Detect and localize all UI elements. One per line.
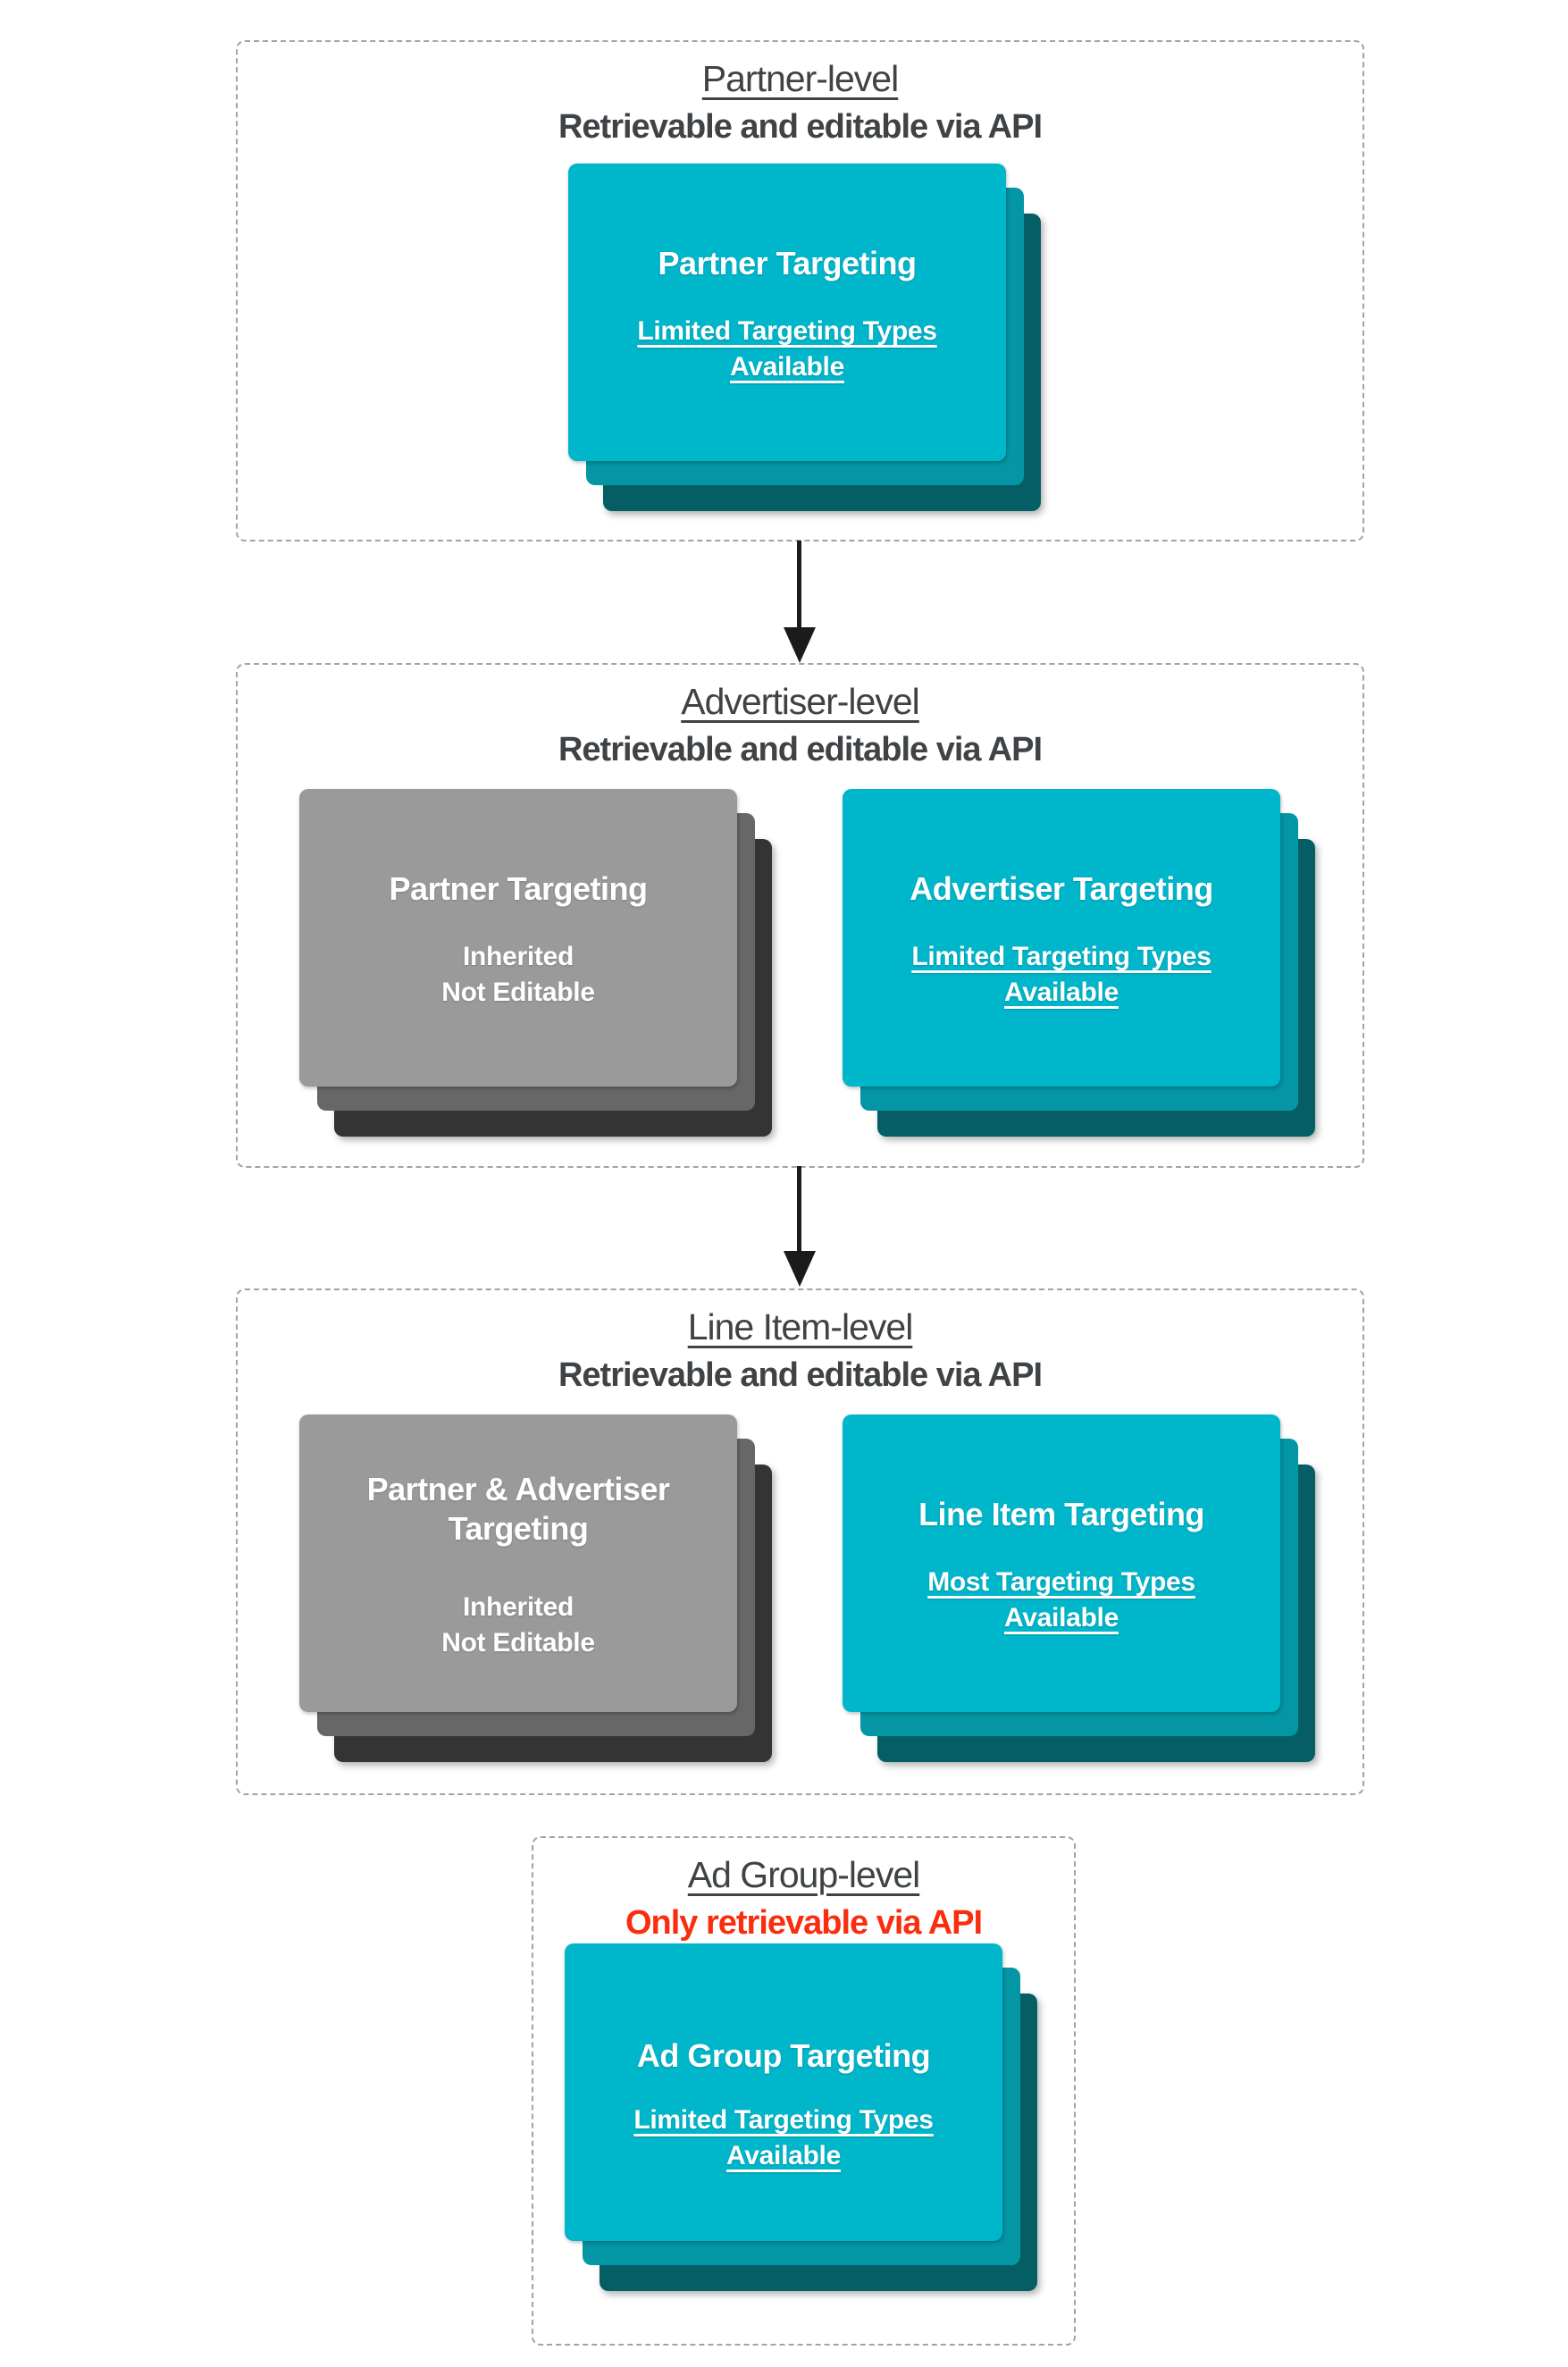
card-title: Partner & Advertiser Targeting [308,1470,728,1549]
card-title-line: Ad Group Targeting [636,2037,931,2074]
card-body-line: Inherited [463,1592,574,1622]
arrow-down-head-icon [784,627,816,663]
card-body-line: Available [1004,978,1119,1007]
card-body: Most Targeting Types Available [860,1565,1262,1636]
section-header: Ad Group-level Only retrievable via API [533,1854,1074,1943]
card-body-line: Limited Targeting Types [633,2105,934,2135]
section-title: Advertiser-level [681,681,920,722]
section-line-item-level: Line Item-level Retrievable and editable… [236,1288,1364,1795]
card-partner-targeting-inherited: Partner Targeting Inherited Not Editable [299,789,737,1087]
card-title-line: Partner Targeting [658,245,917,281]
card-title-line: Advertiser Targeting [910,870,1213,907]
section-title: Line Item-level [687,1306,914,1347]
section-header: Partner-level Retrievable and editable v… [238,58,1363,147]
card-ad-group-targeting: Ad Group Targeting Limited Targeting Typ… [565,1943,1002,2241]
card-stack-partner-advertiser-targeting-inherited: Partner & Advertiser Targeting Inherited… [299,1414,772,1762]
card-advertiser-targeting: Advertiser Targeting Limited Targeting T… [843,789,1280,1087]
card-title-line: Targeting [448,1510,589,1547]
card-stack-line-item-targeting: Line Item Targeting Most Targeting Types… [843,1414,1315,1762]
section-subtitle: Retrievable and editable via API [558,731,1043,768]
card-body: Limited Targeting Types Available [860,939,1262,1011]
section-title: Ad Group-level [687,1854,920,1895]
section-partner-level: Partner-level Retrievable and editable v… [236,40,1364,541]
card-stack-ad-group-targeting: Ad Group Targeting Limited Targeting Typ… [565,1943,1037,2291]
card-body-line: Limited Targeting Types [911,942,1212,971]
card-body-line: Inherited [463,942,574,971]
card-stack-advertiser-targeting: Advertiser Targeting Limited Targeting T… [843,789,1315,1137]
card-title-line: Partner Targeting [389,870,648,907]
card-title: Partner Targeting [577,244,997,283]
card-line-item-targeting: Line Item Targeting Most Targeting Types… [843,1414,1280,1712]
card-title: Line Item Targeting [851,1495,1271,1534]
card-body-line: Most Targeting Types [927,1567,1195,1597]
section-subtitle: Retrievable and editable via API [558,1356,1043,1394]
section-header: Advertiser-level Retrievable and editabl… [238,681,1363,769]
card-partner-targeting: Partner Targeting Limited Targeting Type… [568,164,1006,461]
arrow-down-head-icon [784,1251,816,1287]
section-subtitle: Only retrievable via API [625,1904,983,1942]
card-title: Advertiser Targeting [851,869,1271,909]
card-title-line: Line Item Targeting [918,1496,1204,1532]
card-title: Partner Targeting [308,869,728,909]
card-partner-advertiser-targeting-inherited: Partner & Advertiser Targeting Inherited… [299,1414,737,1712]
card-body: Limited Targeting Types Available [586,314,988,385]
card-stack-partner-targeting-inherited: Partner Targeting Inherited Not Editable [299,789,772,1137]
card-body: Inherited Not Editable [317,1590,719,1661]
card-stack-partner-targeting: Partner Targeting Limited Targeting Type… [568,164,1041,511]
card-body-line: Limited Targeting Types [637,316,937,346]
card-body-line: Available [1004,1603,1119,1633]
card-body-line: Available [726,2141,841,2170]
card-body-line: Not Editable [441,1628,595,1658]
card-body-line: Not Editable [441,978,595,1007]
arrow-down-icon [797,541,801,630]
section-advertiser-level: Advertiser-level Retrievable and editabl… [236,663,1364,1168]
section-ad-group-level: Ad Group-level Only retrievable via API … [532,1836,1076,2346]
section-title: Partner-level [701,58,899,99]
card-title-line: Partner & Advertiser [366,1471,670,1507]
card-title: Ad Group Targeting [574,2036,994,2076]
section-subtitle: Retrievable and editable via API [558,108,1043,146]
section-header: Line Item-level Retrievable and editable… [238,1306,1363,1395]
arrow-down-icon [797,1166,801,1254]
card-body: Inherited Not Editable [317,939,719,1011]
card-body: Limited Targeting Types Available [583,2103,985,2174]
card-body-line: Available [730,352,844,382]
